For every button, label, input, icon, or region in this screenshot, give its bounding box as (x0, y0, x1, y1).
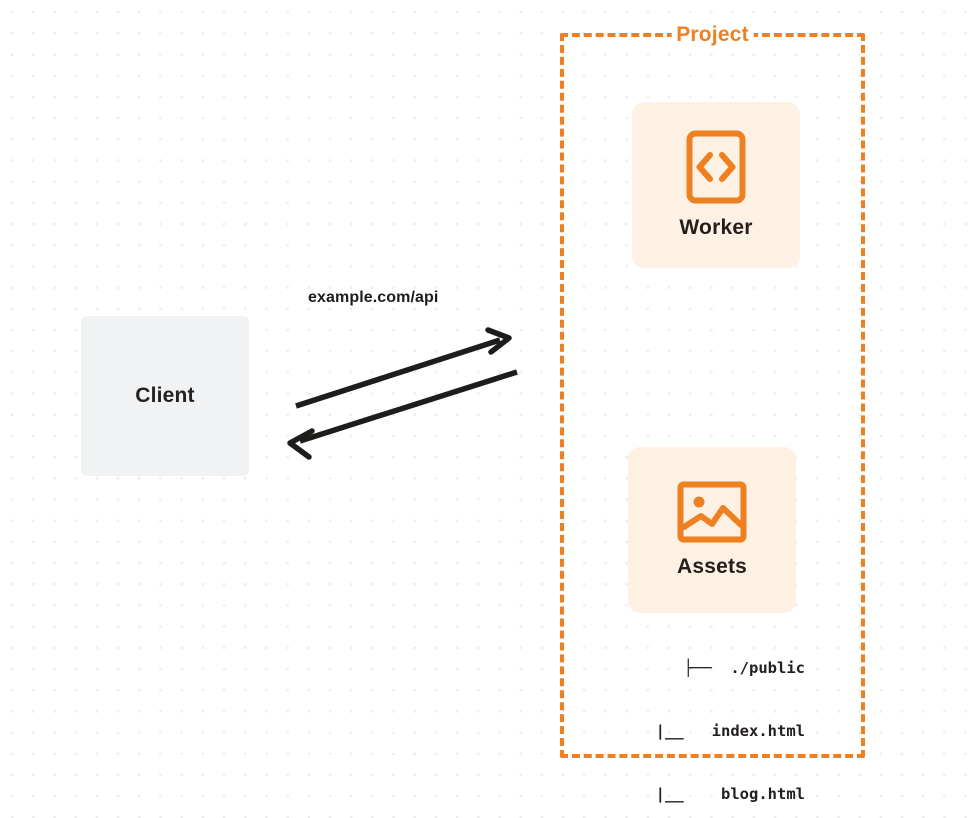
worker-node: Worker (632, 102, 800, 268)
client-label: Client (135, 384, 195, 407)
file-tree-line-index: |__ index.html (637, 722, 805, 740)
file-tree: ├── ./public |__ index.html |__ blog.htm… (600, 616, 805, 818)
worker-label: Worker (679, 216, 753, 239)
file-tree-line-blog: |__ blog.html (637, 785, 805, 803)
request-arrow (295, 327, 512, 409)
response-arrow (287, 369, 518, 460)
project-container: Project (560, 23, 865, 758)
connection-label: example.com/api (308, 289, 439, 306)
image-picture-icon (677, 481, 747, 543)
file-tree-line-root: ├── ./public (683, 659, 805, 677)
code-brackets-icon (686, 130, 746, 204)
assets-label: Assets (676, 555, 748, 578)
project-title: Project (671, 23, 754, 47)
assets-node: Assets (628, 447, 796, 613)
client-node: Client (81, 316, 249, 476)
